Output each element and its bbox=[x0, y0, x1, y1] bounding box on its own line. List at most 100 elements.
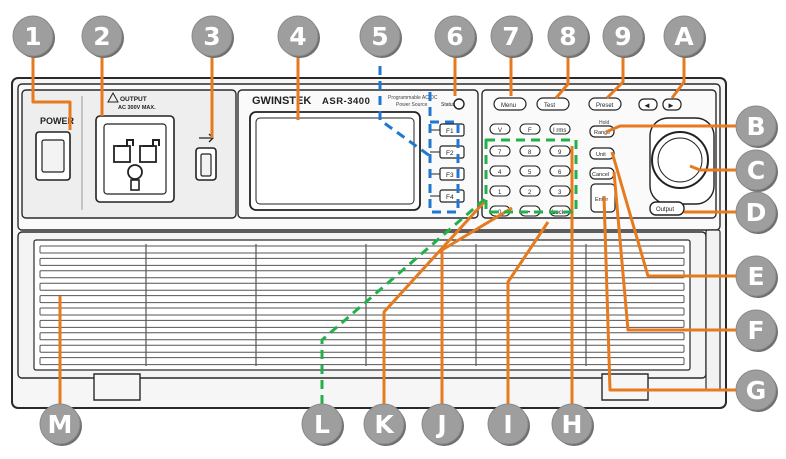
keypad-key-4[interactable]: 4 bbox=[489, 165, 511, 177]
usb-icon[interactable] bbox=[195, 133, 217, 181]
callout-1: 1 bbox=[12, 15, 55, 58]
callout-j: J bbox=[421, 403, 464, 446]
callout-c: C bbox=[735, 149, 778, 192]
keypad-key-i-rms[interactable]: I rms bbox=[549, 123, 571, 135]
keypad-highlight bbox=[484, 138, 578, 214]
keypad-key-7[interactable]: 7 bbox=[489, 145, 511, 157]
svg-text:7: 7 bbox=[498, 150, 502, 156]
top-buttons: Menu Test Preset bbox=[493, 97, 622, 111]
svg-text:9: 9 bbox=[614, 22, 631, 51]
svg-text:L: L bbox=[314, 410, 330, 439]
callout-9: 9 bbox=[602, 15, 645, 58]
cancel-button[interactable]: Cancel bbox=[589, 167, 615, 180]
range-hold-label: Hold bbox=[599, 120, 610, 126]
leader-9 bbox=[605, 56, 625, 100]
svg-text:•: • bbox=[528, 210, 530, 216]
svg-text:5: 5 bbox=[371, 22, 388, 51]
svg-text:F3: F3 bbox=[446, 172, 454, 179]
callout-3: 3 bbox=[191, 15, 234, 58]
power-label: POWER bbox=[40, 116, 75, 126]
keypad-key-3[interactable]: 3 bbox=[549, 185, 571, 197]
callout-l: L bbox=[301, 403, 344, 446]
leader-f bbox=[612, 171, 746, 332]
output-button[interactable]: Output bbox=[649, 201, 685, 216]
svg-text:4: 4 bbox=[289, 22, 306, 51]
callout-5: 5 bbox=[359, 15, 402, 58]
keypad-key-1[interactable]: 1 bbox=[489, 185, 511, 197]
svg-text:9: 9 bbox=[558, 150, 562, 156]
callout-m: M bbox=[39, 403, 82, 446]
function-key-f3[interactable]: F3 bbox=[439, 167, 465, 181]
power-switch-icon[interactable] bbox=[35, 131, 71, 181]
function-key-f4[interactable]: F4 bbox=[439, 189, 465, 203]
menu-button[interactable]: Menu bbox=[493, 97, 527, 111]
svg-text:I rms: I rms bbox=[553, 128, 566, 134]
svg-text:3: 3 bbox=[558, 190, 562, 196]
test-button[interactable]: Test bbox=[536, 97, 570, 111]
model-name: ASR-3400 bbox=[322, 96, 370, 107]
callout-2: 2 bbox=[81, 15, 124, 58]
leader-5 bbox=[378, 66, 431, 158]
svg-text:V: V bbox=[498, 128, 502, 134]
svg-text:6: 6 bbox=[446, 22, 463, 51]
svg-text:Unit: Unit bbox=[596, 152, 606, 158]
svg-text:F2: F2 bbox=[446, 150, 454, 157]
outlet-sublabel: AC 300V MAX. bbox=[118, 105, 156, 111]
svg-text:3: 3 bbox=[203, 22, 220, 51]
keypad-key-6[interactable]: 6 bbox=[549, 165, 571, 177]
leader-g bbox=[602, 195, 746, 392]
leader-a bbox=[670, 56, 686, 99]
svg-text:E: E bbox=[747, 262, 764, 291]
outlet-label: OUTPUT bbox=[120, 96, 147, 103]
callout-d: D bbox=[735, 191, 778, 234]
function-key-f1[interactable]: F1 bbox=[439, 123, 465, 137]
svg-text:0: 0 bbox=[498, 210, 502, 216]
function-key-f2[interactable]: F2 bbox=[439, 145, 465, 159]
callout-k: K bbox=[363, 403, 406, 446]
svg-text:8: 8 bbox=[559, 22, 576, 51]
keypad-key-8[interactable]: 8 bbox=[519, 145, 541, 157]
callout-b: B bbox=[735, 105, 778, 148]
callout-f: F bbox=[735, 309, 778, 352]
leader-lines bbox=[31, 56, 746, 404]
range-button[interactable]: Range bbox=[589, 125, 615, 138]
svg-text:5: 5 bbox=[528, 170, 532, 176]
left-arrow-icon[interactable]: ◄ bbox=[638, 98, 658, 111]
keypad-key-2[interactable]: 2 bbox=[519, 185, 541, 197]
leader-8 bbox=[554, 56, 570, 99]
leader-k bbox=[382, 198, 488, 404]
subtitle-line1: Programmable AC/DC bbox=[388, 95, 438, 101]
svg-text:◄: ◄ bbox=[643, 101, 651, 110]
brand-logo: GWINSTEK bbox=[252, 95, 311, 107]
leader-e bbox=[610, 151, 746, 278]
svg-text:I: I bbox=[503, 410, 512, 439]
svg-text:F1: F1 bbox=[446, 128, 454, 135]
status-label: Status bbox=[441, 102, 456, 108]
unit-button[interactable]: Unit bbox=[589, 147, 615, 160]
status-led bbox=[453, 98, 465, 110]
svg-text:G: G bbox=[746, 376, 767, 405]
svg-text:Lock: Lock bbox=[552, 210, 566, 216]
svg-text:►: ► bbox=[667, 101, 675, 110]
rotary-knob-icon[interactable] bbox=[649, 117, 715, 205]
svg-text:J: J bbox=[435, 410, 446, 439]
keypad-key-f[interactable]: F bbox=[519, 123, 541, 135]
keypad-key-v[interactable]: V bbox=[489, 123, 511, 135]
svg-text:2: 2 bbox=[93, 22, 110, 51]
leader-b bbox=[605, 124, 746, 134]
keypad-key-9[interactable]: 9 bbox=[549, 145, 571, 157]
universal-outlet-icon bbox=[95, 115, 175, 203]
svg-text:2: 2 bbox=[528, 190, 532, 196]
side-rail bbox=[705, 229, 721, 391]
svg-text:Menu: Menu bbox=[501, 103, 516, 109]
svg-text:F4: F4 bbox=[446, 194, 454, 201]
callout-7: 7 bbox=[490, 15, 533, 58]
preset-button[interactable]: Preset bbox=[588, 97, 622, 111]
svg-text:C: C bbox=[747, 156, 765, 185]
callout-g: G bbox=[735, 369, 778, 412]
right-arrow-icon[interactable]: ► bbox=[662, 98, 682, 111]
keypad-key-5[interactable]: 5 bbox=[519, 165, 541, 177]
leader-c bbox=[689, 164, 746, 172]
svg-text:1: 1 bbox=[24, 22, 41, 51]
